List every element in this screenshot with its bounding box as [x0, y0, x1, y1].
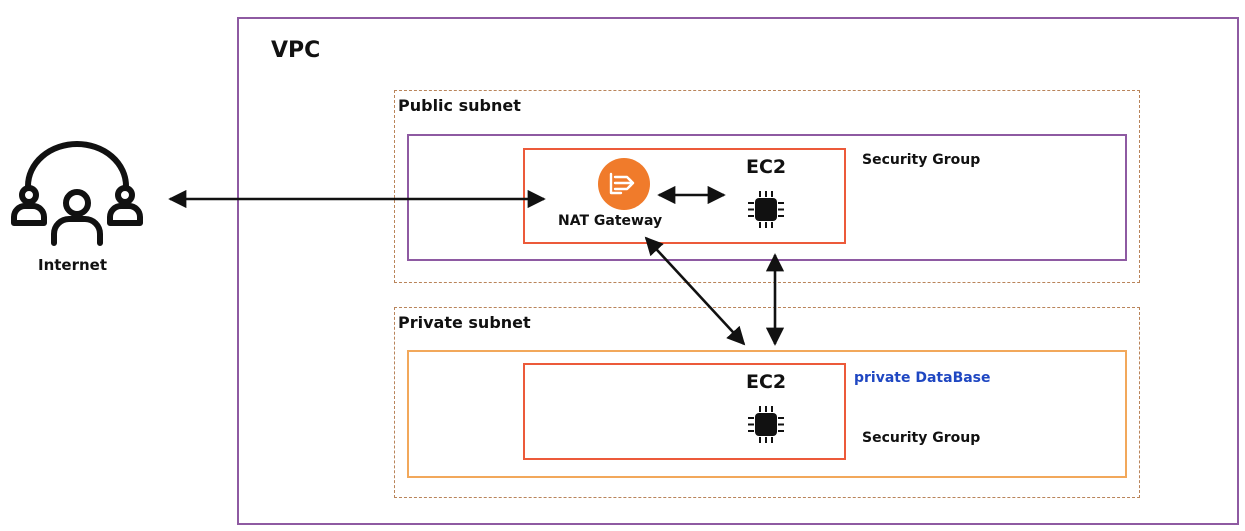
- cpu-chip-icon: [748, 406, 784, 443]
- public-security-group-label: Security Group: [862, 152, 981, 168]
- public-subnet-label: Public subnet: [398, 96, 521, 115]
- private-subnet-label: Private subnet: [398, 313, 531, 332]
- private-database-label: private DataBase: [854, 370, 991, 386]
- vpc-label: VPC: [271, 38, 321, 63]
- vpc-boundary: [237, 17, 1239, 525]
- nat-gateway-label: NAT Gateway: [558, 213, 663, 229]
- ec2-private-label: EC2: [746, 371, 787, 393]
- public-instance-box: [523, 148, 846, 244]
- private-instance-box: [523, 363, 846, 460]
- ec2-public-label: EC2: [746, 156, 787, 178]
- private-security-group-boundary: [407, 350, 1127, 478]
- nat-gateway-icon: [598, 158, 650, 210]
- cpu-chip-icon: [748, 191, 784, 228]
- internet-label: Internet: [38, 256, 108, 274]
- users-group-icon: [11, 141, 143, 246]
- private-security-group-label: Security Group: [862, 430, 981, 446]
